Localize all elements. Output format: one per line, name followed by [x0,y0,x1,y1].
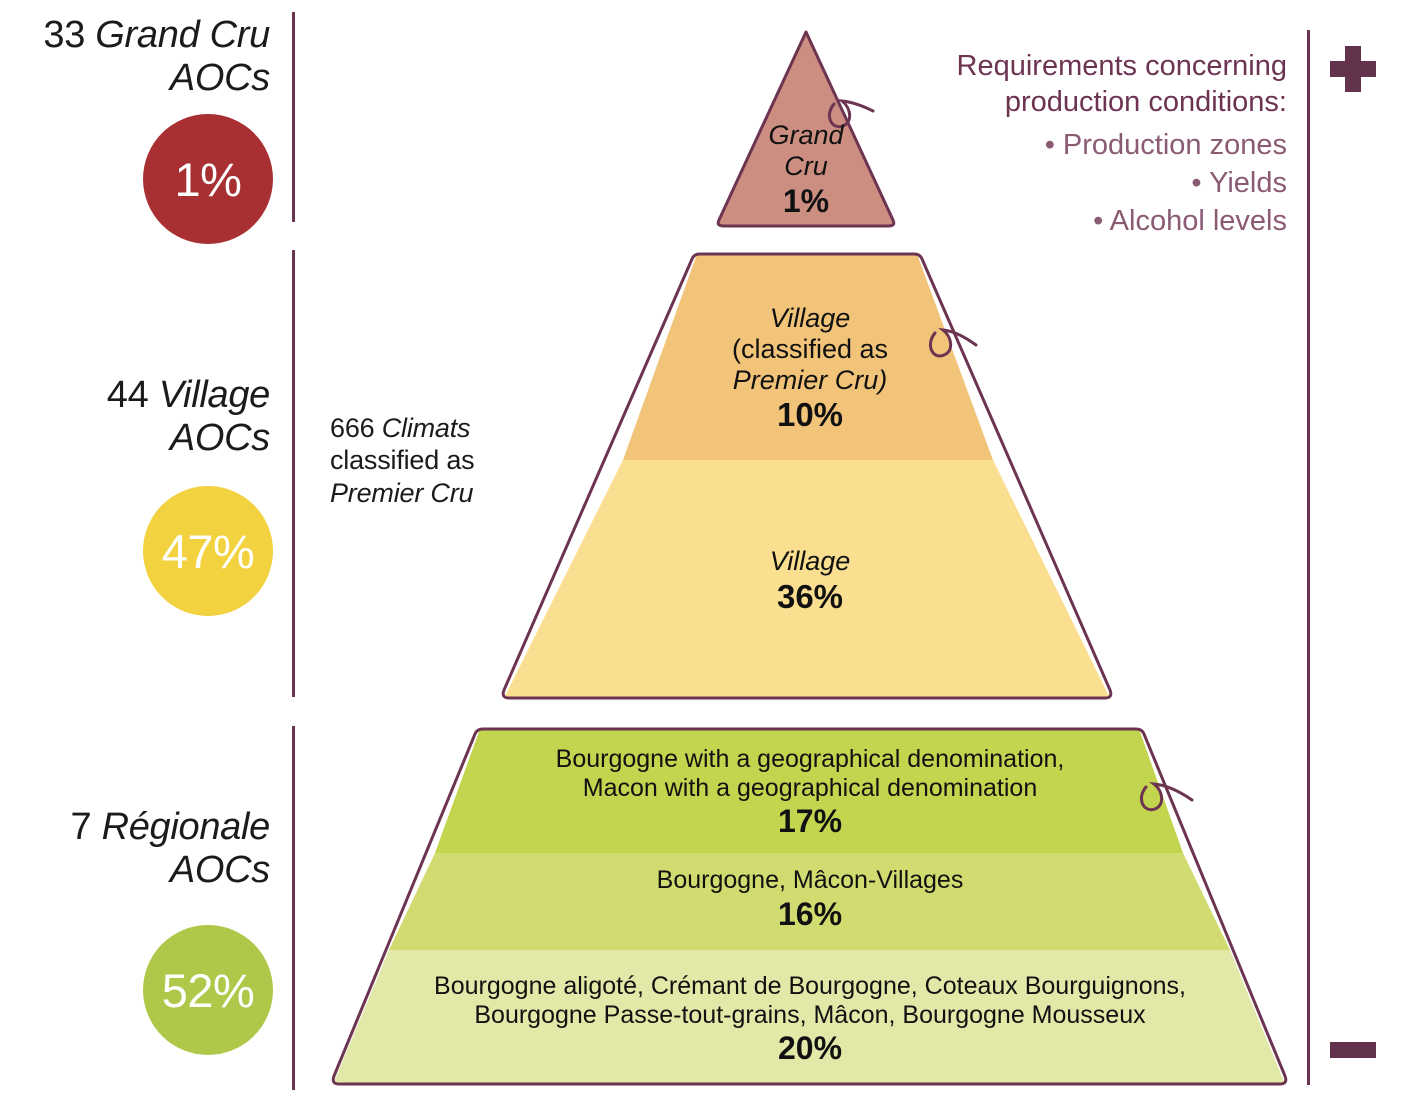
divider-rule-grand-cru [292,12,295,222]
requirements-block: Requirements concerning production condi… [915,48,1287,239]
pyramid-group-outline-regionale [331,727,1288,1086]
tier-suffix-grand-cru: AOCs [169,56,270,99]
climats-note-term: Climats [381,413,471,443]
plus-icon [1322,38,1384,100]
divider-rule-village [292,250,295,697]
tier-name-regionale: Régionale [101,806,271,848]
tier-label-regionale: 7 Régionale AOCs [20,806,270,892]
climats-note-count: 666 [330,413,382,443]
requirement-item-yields: • Yields [1191,166,1287,199]
requirements-list: • Production zones • Yields • Alcohol le… [915,127,1287,240]
pyramid-band-regionale-base [333,950,1285,1084]
pyramid-group-outline-village [501,252,1113,700]
hook-marker-regionale [1140,782,1194,812]
tier-suffix-village: AOCs [169,416,270,459]
requirements-title: Requirements concerning production condi… [915,48,1287,121]
percent-badge-village: 47% [143,486,273,616]
tier-name-village: Village [158,374,271,416]
tier-name-grand-cru: Grand Cru [95,14,270,56]
tier-count-village: 44 [106,374,149,416]
pyramid-band-regionale-geo [435,729,1183,853]
requirement-item-alcohol-levels: • Alcohol levels [1093,205,1287,237]
climats-note-line2: classified as [330,445,475,476]
requirements-title-line1: Requirements concerning [956,50,1287,82]
divider-rule-right [1307,30,1310,1085]
pyramid-band-grand-cru [716,30,896,228]
requirement-item-production-zones: • Production zones [1044,128,1287,161]
minus-icon [1322,1040,1384,1060]
climats-note-line3: Premier Cru [330,477,474,508]
tier-suffix-regionale: AOCs [169,848,270,891]
tier-label-grand-cru: 33 Grand Cru AOCs [20,14,270,100]
hook-marker-premier-cru [929,328,978,358]
percent-badge-regionale: 52% [143,925,273,1055]
climats-note: 666 Climats classified as Premier Cru [330,412,505,509]
percent-badge-regionale-value: 52% [161,963,255,1017]
tier-label-village: 44 Village AOCs [20,374,271,460]
pyramid-band-regionale-villages [389,853,1230,950]
pyramid-band-premier-cru [623,254,993,460]
pyramid-band-village [504,460,1110,698]
hook-marker-grand-cru [828,99,875,129]
divider-rule-regionale [292,726,295,1090]
tier-count-grand-cru: 33 [43,14,86,56]
percent-badge-grand-cru-value: 1% [174,152,242,206]
requirements-title-line2: production conditions: [1004,86,1287,119]
percent-badge-grand-cru: 1% [143,114,273,244]
tier-count-regionale: 7 [70,806,92,848]
percent-badge-village-value: 47% [161,524,255,578]
